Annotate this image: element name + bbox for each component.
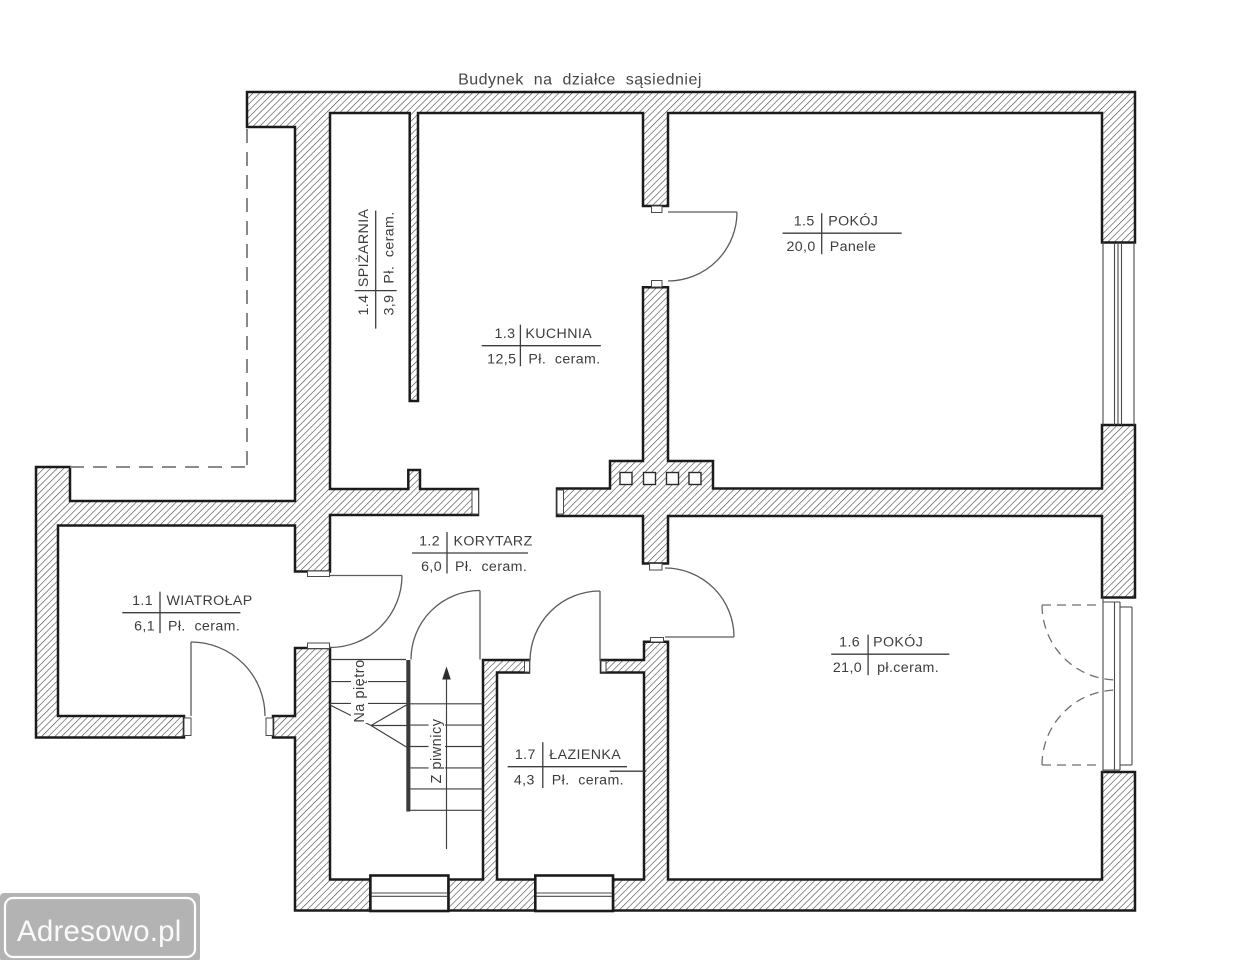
door-swing [667,211,738,282]
door-jamb [651,205,663,213]
room-floor: Pł. ceram. [528,352,600,368]
wall-north-west-assembly [34,90,1137,739]
door-swing [329,575,403,649]
flue-1 [619,471,633,486]
room-label-pokoj15: 1.5 POKÓJ 20,0 Panele [782,213,902,255]
room-floor: Pł. ceram. [382,211,398,283]
flue-4 [688,471,702,486]
balcony-door-room16 [1041,597,1133,772]
room-floor: Pł. ceram. [455,559,527,575]
room-name: ŁAZIENKA [549,747,621,763]
door-bathroom [524,590,607,673]
stair-break-line [370,704,407,726]
room-area: 6,0 [421,559,442,575]
door-jamb [600,660,607,673]
room-area: 21,0 [833,660,862,676]
room-number: 1.2 [419,534,440,550]
room-label-korytarz: 1.2 KORYTARZ 6,0 Pł. ceram. [412,532,533,575]
door-stairs [410,589,481,660]
room-floor: Pł. ceram. [168,619,240,635]
window-south-2 [533,874,615,913]
door-jamb [651,280,663,288]
watermark-inner-border [3,896,197,959]
door-swing [664,567,735,638]
door-room16 [649,563,735,643]
door-jamb [307,642,330,649]
room-labels: 1.1 WIATROŁAP 6,1 Pł. ceram. 1.2 KORYTAR… [122,208,950,789]
door-swing [529,590,601,662]
stair-direction-arrow [442,666,451,849]
stair-text-mask [428,714,445,786]
room-name: SPIŻARNIA [354,208,372,287]
door-jamb [649,563,663,571]
window-south-1 [369,874,450,913]
room-number: 1.5 [794,214,815,230]
plan-title: Budynek na działce sąsiedniej [458,72,702,89]
balcony-swing-top [1041,604,1118,681]
room-number: 1.1 [132,593,153,609]
room-number: 1.7 [515,747,536,763]
door-jamb [307,570,330,577]
door-jamb [556,489,564,515]
door-swing [410,589,481,660]
doorway-kitchen [471,489,564,515]
wall-bath-16-south-east [599,640,1137,912]
stair-label-up: Na piętro [352,659,368,722]
room-area: 3,9 [382,295,398,316]
room-label-pokoj16: 1.6 POKÓJ 21,0 pł.ceram. [831,634,950,676]
room-name: KORYTARZ [454,534,533,550]
door-wiatrolap-corridor [307,570,403,649]
door-jamb [650,637,664,643]
room-label-spizarnia: 1.4 SPIŻARNIA 3,9 Pł. ceram. [354,208,398,329]
chimney-flues [619,471,702,486]
flue-2 [642,471,657,486]
wall-stair-west-south [271,646,372,912]
room-name: KUCHNIA [525,326,592,342]
room-number: 1.6 [839,635,860,651]
room-floor: Pł. ceram. [552,773,624,789]
door-jamb [265,717,274,736]
room-label-lazienka: 1.7 ŁAZIENKA 4,3 Pł. ceram. [507,742,647,789]
arrow-head [442,666,451,680]
room-area: 6,1 [134,619,155,635]
door-jamb [183,717,192,736]
door-jamb [471,489,479,515]
room-area: 20,0 [786,239,815,255]
door-swing [190,641,266,717]
door-jamb [524,660,530,673]
watermark: Adresowo.pl [0,893,200,960]
room-area: 4,3 [514,773,535,789]
room-name: POKÓJ [828,213,878,230]
room-name: WIATROŁAP [167,593,253,609]
flue-3 [665,471,680,486]
windows [369,242,1135,913]
balcony-swing-bottom [1041,689,1118,766]
room-area: 12,5 [487,352,516,368]
stair-text-mask [351,661,368,723]
door-entrance [183,641,274,736]
room-name: POKÓJ [873,634,923,651]
stair-stringer [406,660,411,812]
stairs: Na piętro Z piwnicy [328,658,483,849]
room-label-wiatrolap: 1.1 WIATROŁAP 6,1 Pł. ceram. [122,591,253,635]
room-number: 1.4 [356,295,372,316]
doors [183,205,738,736]
stair-label-down: Z piwnicy [429,718,445,783]
watermark-box [0,893,200,960]
room-number: 1.3 [494,326,515,342]
dashed-outline [70,129,248,468]
room-floor: pł.ceram. [877,660,939,676]
door-kitchen-room15 [651,205,738,288]
watermark-text: Adresowo.pl [17,915,182,948]
room-label-kuchnia: 1.3 KUCHNIA 12,5 Pł. ceram. [481,324,601,368]
stair-break-line [370,725,407,748]
room-floor: Panele [830,239,877,255]
window-east-room15 [1102,242,1135,425]
wall-chimney-divider-assembly [555,286,1137,599]
